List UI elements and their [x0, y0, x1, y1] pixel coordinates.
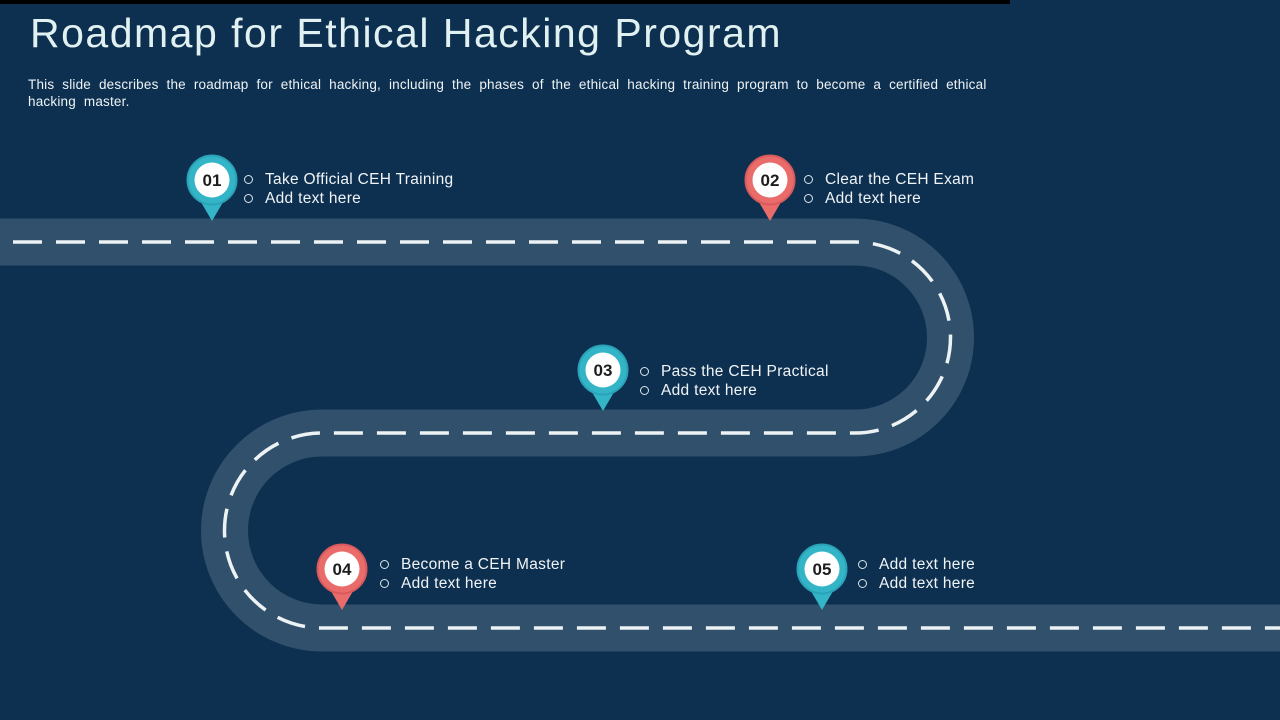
pin-number: 04	[333, 560, 352, 579]
milestone-placeholder-text[interactable]: Add text here	[879, 555, 976, 573]
milestone-text[interactable]: Take Official CEH Training	[265, 170, 454, 188]
milestone-pin-05[interactable]: 05	[796, 543, 848, 611]
milestone-pin-01[interactable]: 01	[186, 154, 238, 222]
bullet-circle-icon	[804, 175, 813, 184]
list-item: Clear the CEH Exam	[804, 170, 974, 189]
location-pin-icon	[744, 154, 796, 221]
bullet-circle-icon	[858, 579, 867, 588]
page-title[interactable]: Roadmap for Ethical Hacking Program	[30, 10, 783, 56]
bullet-circle-icon	[244, 175, 253, 184]
bullet-circle-icon	[380, 579, 389, 588]
milestone-04-labels[interactable]: Become a CEH Master Add text here	[380, 555, 565, 593]
milestone-placeholder-text[interactable]: Add text here	[265, 189, 362, 207]
milestone-05-labels[interactable]: Add text here Add text here	[858, 555, 975, 593]
bullet-circle-icon	[640, 386, 649, 395]
milestone-placeholder-text[interactable]: Add text here	[879, 574, 976, 592]
list-item: Pass the CEH Practical	[640, 362, 829, 381]
milestone-text[interactable]: Become a CEH Master	[401, 555, 566, 573]
bullet-circle-icon	[858, 560, 867, 569]
bullet-circle-icon	[640, 367, 649, 376]
top-edge-bar	[0, 0, 1010, 4]
milestone-pin-03[interactable]: 03	[577, 344, 629, 412]
list-item: Take Official CEH Training	[244, 170, 453, 189]
list-item: Add text here	[380, 574, 565, 593]
page-subtitle[interactable]: This slide describes the roadmap for eth…	[28, 77, 987, 109]
pin-number: 03	[594, 361, 613, 380]
milestone-text[interactable]: Pass the CEH Practical	[661, 362, 829, 380]
milestone-pin-04[interactable]: 04	[316, 543, 368, 611]
pin-number: 02	[761, 171, 780, 190]
milestone-placeholder-text[interactable]: Add text here	[825, 189, 922, 207]
list-item: Add text here	[244, 189, 453, 208]
milestone-placeholder-text[interactable]: Add text here	[401, 574, 498, 592]
location-pin-icon	[577, 344, 629, 411]
list-item: Add text here	[640, 381, 829, 400]
milestone-pin-02[interactable]: 02	[744, 154, 796, 222]
milestone-text[interactable]: Clear the CEH Exam	[825, 170, 975, 188]
milestone-01-labels[interactable]: Take Official CEH Training Add text here	[244, 170, 453, 208]
pin-number: 01	[203, 171, 222, 190]
pin-number: 05	[813, 560, 832, 579]
list-item: Add text here	[858, 574, 975, 593]
milestone-02-labels[interactable]: Clear the CEH Exam Add text here	[804, 170, 974, 208]
bullet-circle-icon	[244, 194, 253, 203]
list-item: Add text here	[858, 555, 975, 574]
bullet-circle-icon	[380, 560, 389, 569]
location-pin-icon	[316, 543, 368, 610]
location-pin-icon	[186, 154, 238, 221]
milestone-placeholder-text[interactable]: Add text here	[661, 381, 758, 399]
location-pin-icon	[796, 543, 848, 610]
list-item: Become a CEH Master	[380, 555, 565, 574]
road-surface	[0, 218, 1280, 652]
bullet-circle-icon	[804, 194, 813, 203]
list-item: Add text here	[804, 189, 974, 208]
milestone-03-labels[interactable]: Pass the CEH Practical Add text here	[640, 362, 829, 400]
